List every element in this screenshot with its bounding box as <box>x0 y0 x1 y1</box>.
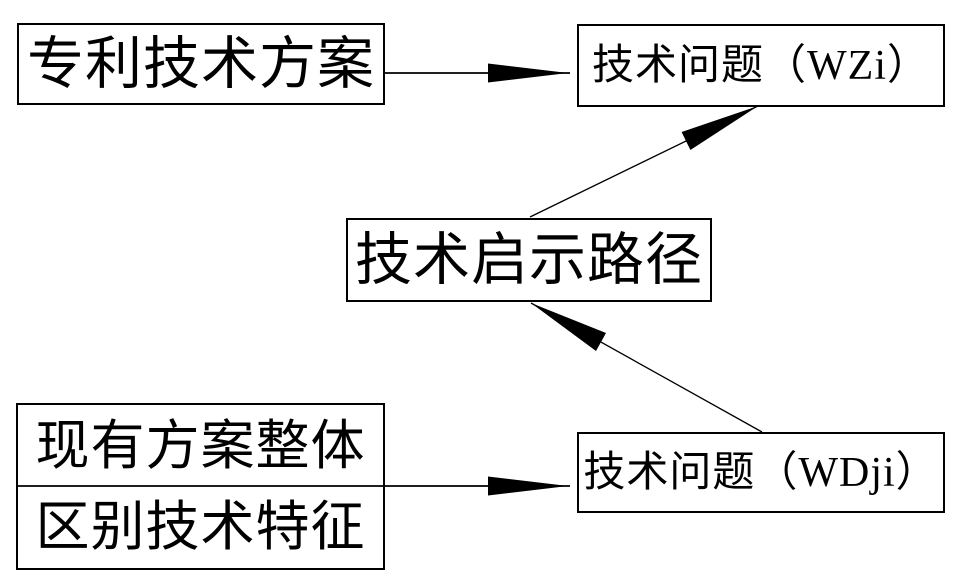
node-suggestion-path: 技术启示路径 <box>346 218 712 302</box>
node-patent-solution-label: 专利技术方案 <box>27 32 375 96</box>
arrowhead-wdji-to-suggestion <box>531 303 606 351</box>
node-problem-wzi: 技术问题（WZi） <box>577 24 945 107</box>
node-existing-overall-label-line1: 现有方案整体 <box>35 415 366 476</box>
arrowhead-patent-to-wzi <box>488 63 568 83</box>
arrowhead-existing-to-wdji <box>488 476 568 496</box>
arrowhead-suggestion-to-wzi <box>681 106 758 150</box>
arrow-line-wdji-to-suggestion <box>530 302 763 433</box>
node-existing-overall-row2: 区别技术特征 <box>18 487 383 569</box>
node-patent-solution: 专利技术方案 <box>17 23 385 105</box>
node-existing-overall-label-line2: 区别技术特征 <box>35 497 366 558</box>
node-suggestion-path-label: 技术启示路径 <box>355 228 703 292</box>
node-problem-wdji: 技术问题（WDji） <box>577 432 945 513</box>
node-problem-wzi-label: 技术问题（WZi） <box>592 42 930 89</box>
node-problem-wdji-label: 技术问题（WDji） <box>583 449 939 496</box>
node-existing-overall-row1: 现有方案整体 <box>18 405 383 487</box>
arrow-line-suggestion-to-wzi <box>529 105 759 218</box>
node-existing-overall: 现有方案整体 区别技术特征 <box>16 403 385 570</box>
